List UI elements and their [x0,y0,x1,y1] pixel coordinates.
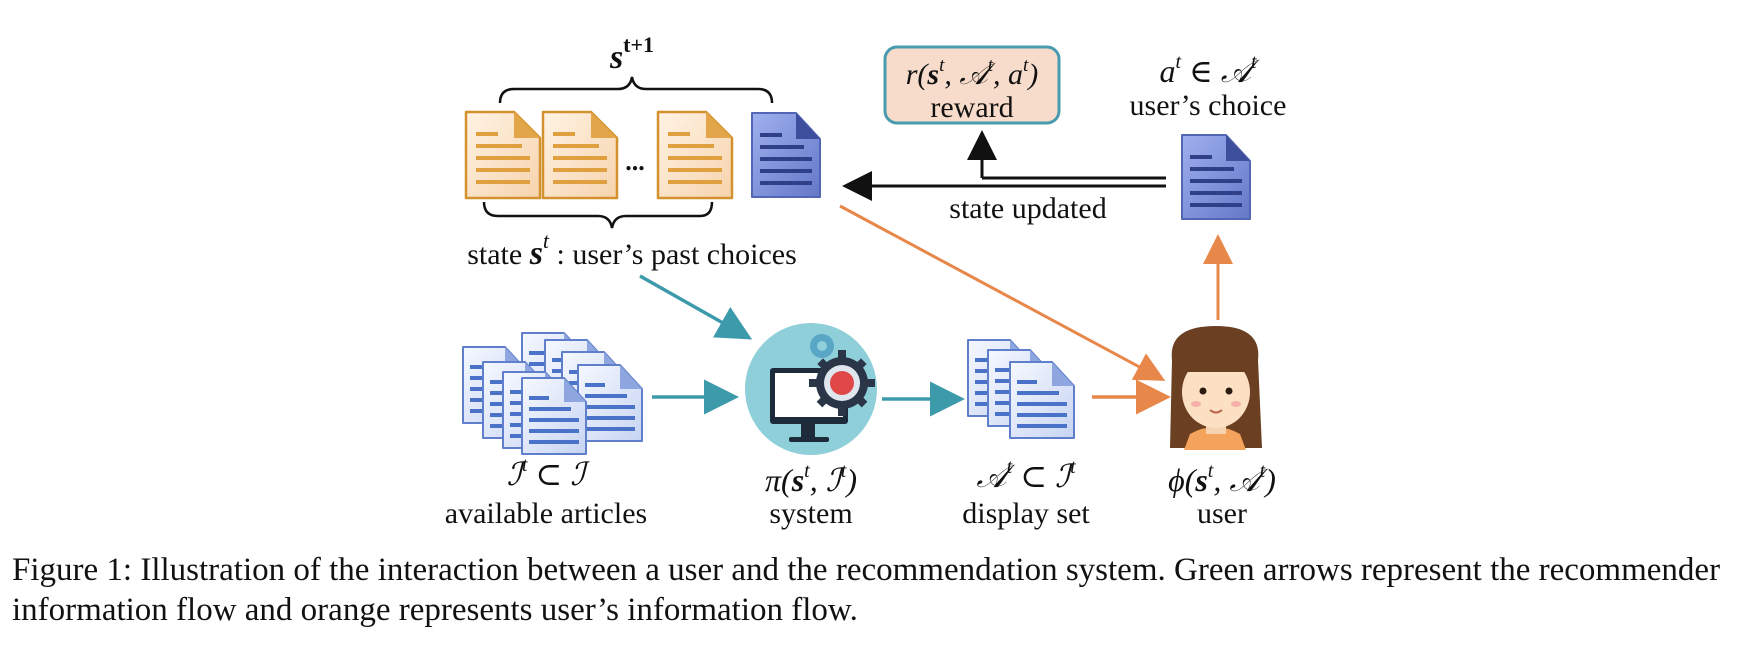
past-choice-doc [541,110,619,200]
available-articles-stack [462,332,643,455]
state-updated-arrow [842,130,1166,201]
chosen-doc [1181,134,1251,220]
state-to-system-arrow [639,274,753,340]
available-formula: ℐt ⊂ ℐ [507,454,590,492]
next-state-label: st+1 [609,32,654,76]
system-formula: π(st, ℐt) [765,460,857,498]
reward-box [883,45,1061,125]
reward-label: reward [930,91,1013,124]
system-computer-icon [745,323,877,455]
choice-label: user’s choice [1130,89,1287,122]
user-formula: ϕ(st, 𝒜t) [1168,460,1276,498]
display-set-stack [967,339,1075,439]
user-avatar [1170,326,1262,450]
past-choice-doc [464,110,542,200]
state-brace [482,201,714,229]
user-label: user [1197,497,1247,530]
figure-caption: Figure 1: Illustration of the interactio… [12,552,1721,628]
display-label: display set [962,497,1090,530]
recommendation-diagram: st+1 ... state st : user’s past choices … [445,32,1287,530]
past-choice-doc [656,110,734,200]
state-to-user-arrow [839,204,1166,381]
choice-formula: at ∈ 𝒜t [1159,51,1259,89]
available-label: available articles [445,497,647,530]
state-label: state st : user’s past choices [467,228,797,272]
latest-choice-doc [751,112,821,198]
ellipsis: ... [625,147,645,176]
display-formula: 𝒜t ⊂ ℐt [976,456,1076,494]
state-updated-label: state updated [949,192,1106,225]
next-state-brace [498,76,774,104]
reward-formula: r(st, 𝒜t, at) [906,55,1039,91]
system-label: system [769,497,852,530]
